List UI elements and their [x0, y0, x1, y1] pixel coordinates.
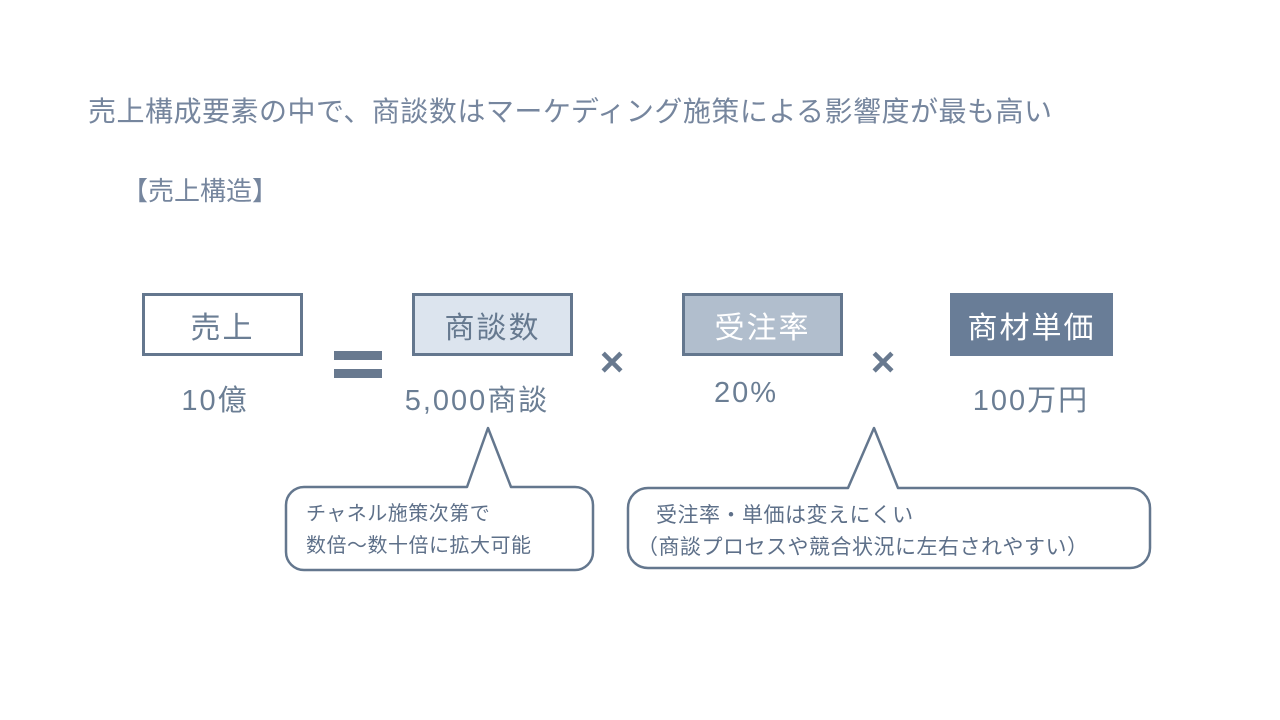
- term-box-win-rate: 受注率: [682, 293, 843, 356]
- term-label-sales: 売上: [190, 311, 255, 345]
- slide-title: 売上構成要素の中で、商談数はマーケディング施策による影響度が最も高い: [88, 96, 1053, 127]
- term-label-deal-count: 商談数: [444, 311, 541, 345]
- equals-bar-top: [334, 351, 382, 360]
- callout-deal-count-line1: チャネル施策次第で: [306, 503, 491, 525]
- callout-deal-count-line2: 数倍〜数十倍に拡大可能: [306, 535, 532, 557]
- section-label: 【売上構造】: [122, 176, 279, 206]
- term-value-deal-count: 5,000商談: [404, 385, 550, 417]
- term-label-win-rate: 受注率: [714, 311, 811, 345]
- times-operator-2: ×: [870, 338, 896, 385]
- term-box-deal-count: 商談数: [412, 293, 573, 356]
- equals-operator: [334, 351, 382, 378]
- term-value-sales: 10億: [181, 385, 249, 417]
- term-box-unit-price: 商材単価: [950, 293, 1113, 356]
- callout-rate-price-line2: （商談プロセスや競合状況に左右されやすい）: [637, 536, 1089, 559]
- term-value-win-rate: 20%: [713, 377, 779, 409]
- term-value-unit-price: 100万円: [972, 385, 1090, 417]
- term-box-sales: 売上: [142, 293, 303, 356]
- term-label-unit-price: 商材単価: [967, 311, 1096, 345]
- equals-bar-bottom: [334, 369, 382, 378]
- callout-rate-price-line1: 受注率・単価は変えにくい: [656, 504, 914, 527]
- times-operator-1: ×: [599, 338, 625, 385]
